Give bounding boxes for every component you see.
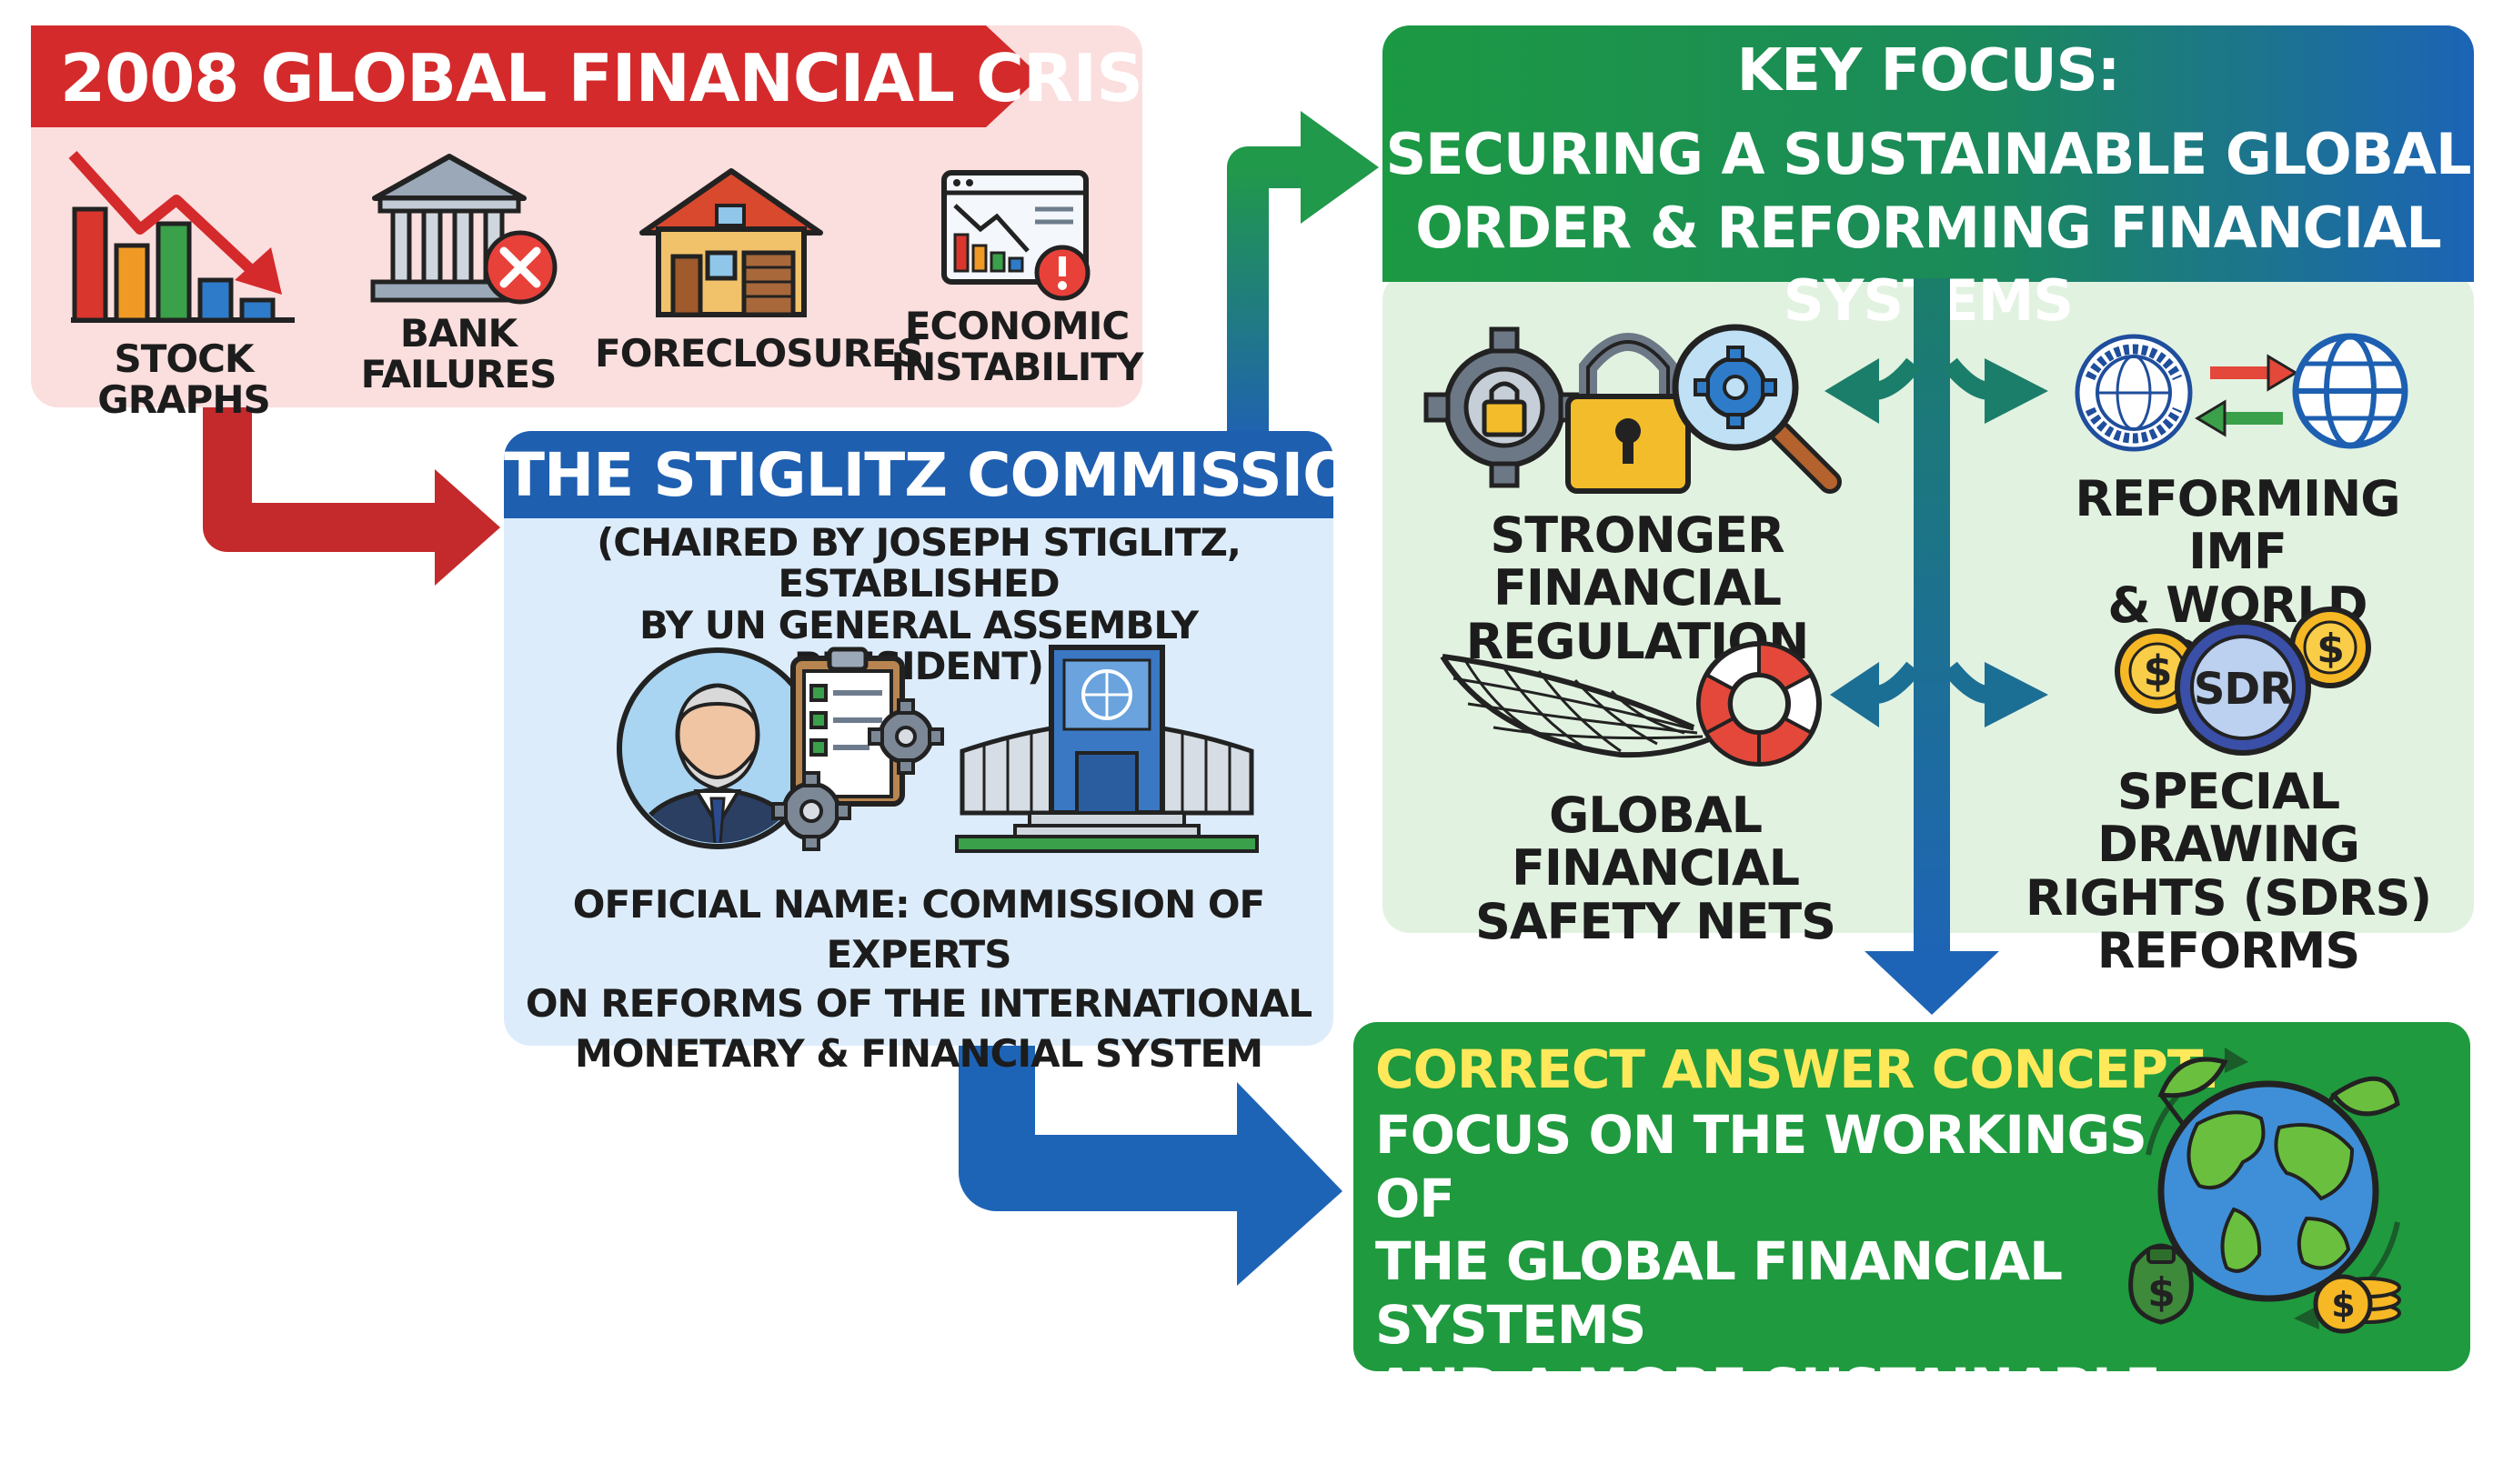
focus-title: KEY FOCUS: <box>1736 37 2121 105</box>
focus-item-safety-nets: GLOBAL FINANCIAL SAFETY NETS <box>1474 787 1836 950</box>
focus-item-imf-world-bank: REFORMING IMF & WORLD BANK <box>2075 470 2400 684</box>
svg-text:$: $ <box>2147 1269 2175 1316</box>
focus-header <box>1382 25 2474 282</box>
house-icon <box>639 168 823 317</box>
arrow-commission-to-focus <box>1227 111 1379 436</box>
portrait-icon <box>617 647 819 849</box>
svg-text:$: $ <box>2143 647 2171 696</box>
commission-official-name: OFFICIAL NAME: COMMISSION OF EXPERTS ON … <box>525 882 1312 1076</box>
crisis-item-stock-graphs: STOCK GRAPHS <box>97 336 271 423</box>
svg-text:$: $ <box>2317 626 2344 672</box>
svg-text:SDR: SDR <box>2194 664 2292 715</box>
sdr-coins-icon: $ $ SDR <box>2115 607 2371 756</box>
arrow-commission-to-answer <box>959 1037 1342 1286</box>
crisis-item-economic-instability: ECONOMIC INSTABILITY <box>890 304 1143 390</box>
commission-subtitle: (CHAIRED BY JOSEPH STIGLITZ, ESTABLISHED… <box>597 520 1241 689</box>
commission-header <box>504 431 1333 518</box>
crisis-title-banner <box>31 25 1040 127</box>
svg-text:$: $ <box>2331 1285 2354 1325</box>
answer-heading: CORRECT ANSWER CONCEPT: <box>1375 1038 2220 1100</box>
gear-lock-magnifier-icon <box>1423 324 1842 494</box>
globe-money-cycle-icon: $ $ <box>2128 1048 2401 1334</box>
focus-branch-arrows <box>1824 278 2048 1015</box>
net-lifebuoy-icon <box>1440 641 1822 767</box>
falling-bar-chart-icon <box>68 150 295 323</box>
bank-failure-icon <box>370 154 558 305</box>
focus-subtitle: SECURING A SUSTAINABLE GLOBAL ORDER & RE… <box>1385 121 2472 334</box>
unstable-chart-window-icon <box>941 170 1091 301</box>
focus-item-financial-regulation: STRONGER FINANCIAL REGULATION <box>1465 506 1810 670</box>
crisis-title: 2008 GLOBAL FINANCIAL CRISIS <box>60 40 1213 116</box>
answer-text: FOCUS ON THE WORKINGS OF THE GLOBAL FINA… <box>1375 1104 2161 1482</box>
arrow-crisis-to-commission <box>203 400 500 586</box>
checklist-gear-icon <box>771 647 944 851</box>
focus-item-sdr-reforms: SPECIAL DRAWING RIGHTS (SDRs) REFORMS <box>2025 763 2432 979</box>
commission-title: THE STIGLITZ COMMISSION <box>504 440 1403 510</box>
un-building-icon <box>955 645 1259 853</box>
imf-world-bank-exchange-icon <box>2075 333 2408 452</box>
crisis-item-bank-failures: BANK FAILURES <box>360 311 558 397</box>
